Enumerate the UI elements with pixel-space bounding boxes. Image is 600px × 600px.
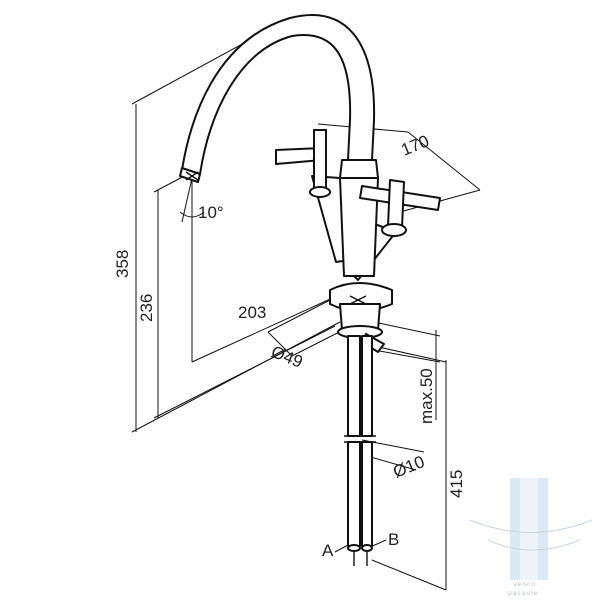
dim-label-358: 358 <box>113 250 132 278</box>
dim-label-236: 236 <box>137 294 156 322</box>
hose-a-upper <box>347 335 361 437</box>
upper-collar <box>339 159 379 179</box>
angle-arc <box>179 211 205 218</box>
dim-line-203 <box>191 289 351 363</box>
dim-label-49: Ø49 <box>269 342 306 372</box>
hose-label-a: A <box>322 541 334 560</box>
watermark-arc-2 <box>487 539 581 551</box>
dim-label-170: 170 <box>398 131 431 159</box>
dim-line-170 <box>407 131 481 191</box>
spout-mark-b <box>185 171 199 181</box>
ext-line-max50-bottom <box>373 349 441 363</box>
right-handle-stem <box>387 179 405 229</box>
base-mark-b <box>349 295 367 305</box>
hose-label-b: B <box>388 530 399 549</box>
ext-line-415-bottom <box>371 559 447 591</box>
hose-b-lower <box>361 441 373 547</box>
left-handle-stem <box>313 129 327 191</box>
angle-line <box>181 177 193 223</box>
dim-label-203: 203 <box>238 303 266 322</box>
watermark-arc <box>469 519 593 533</box>
ext-line-358-bottom <box>131 321 341 433</box>
center-marks <box>185 171 367 305</box>
watermark-bar-highlight <box>520 478 538 580</box>
dim-label-10-diameter: Ø10 <box>390 452 427 482</box>
dim-line-49-c <box>267 331 293 357</box>
faucet-outline <box>179 14 441 552</box>
ext-line-415-top <box>373 345 447 363</box>
center-column <box>339 177 379 277</box>
dim-label-max50: max.50 <box>417 368 436 424</box>
ext-line-236-bottom <box>153 325 336 419</box>
hose-a-lower <box>347 441 361 547</box>
watermark-line-2: pasaule <box>508 590 538 597</box>
dim-label-415: 415 <box>447 470 466 498</box>
watermark-logo: vennu pasaule <box>469 478 593 597</box>
spout <box>181 14 376 175</box>
right-handle-cap <box>381 223 407 237</box>
dim-label-10-degree: 10° <box>198 203 224 222</box>
ext-line-max50-top <box>373 321 441 337</box>
left-handle-cap <box>309 186 331 198</box>
dim-line-49-a <box>267 299 331 333</box>
dimension-lines <box>131 17 481 591</box>
hose-a-end <box>347 544 361 552</box>
hose-b-end <box>361 544 373 552</box>
hose-break-marks <box>344 435 376 566</box>
hose-b-upper <box>361 335 373 437</box>
watermark-line-1: vennu <box>513 581 537 588</box>
